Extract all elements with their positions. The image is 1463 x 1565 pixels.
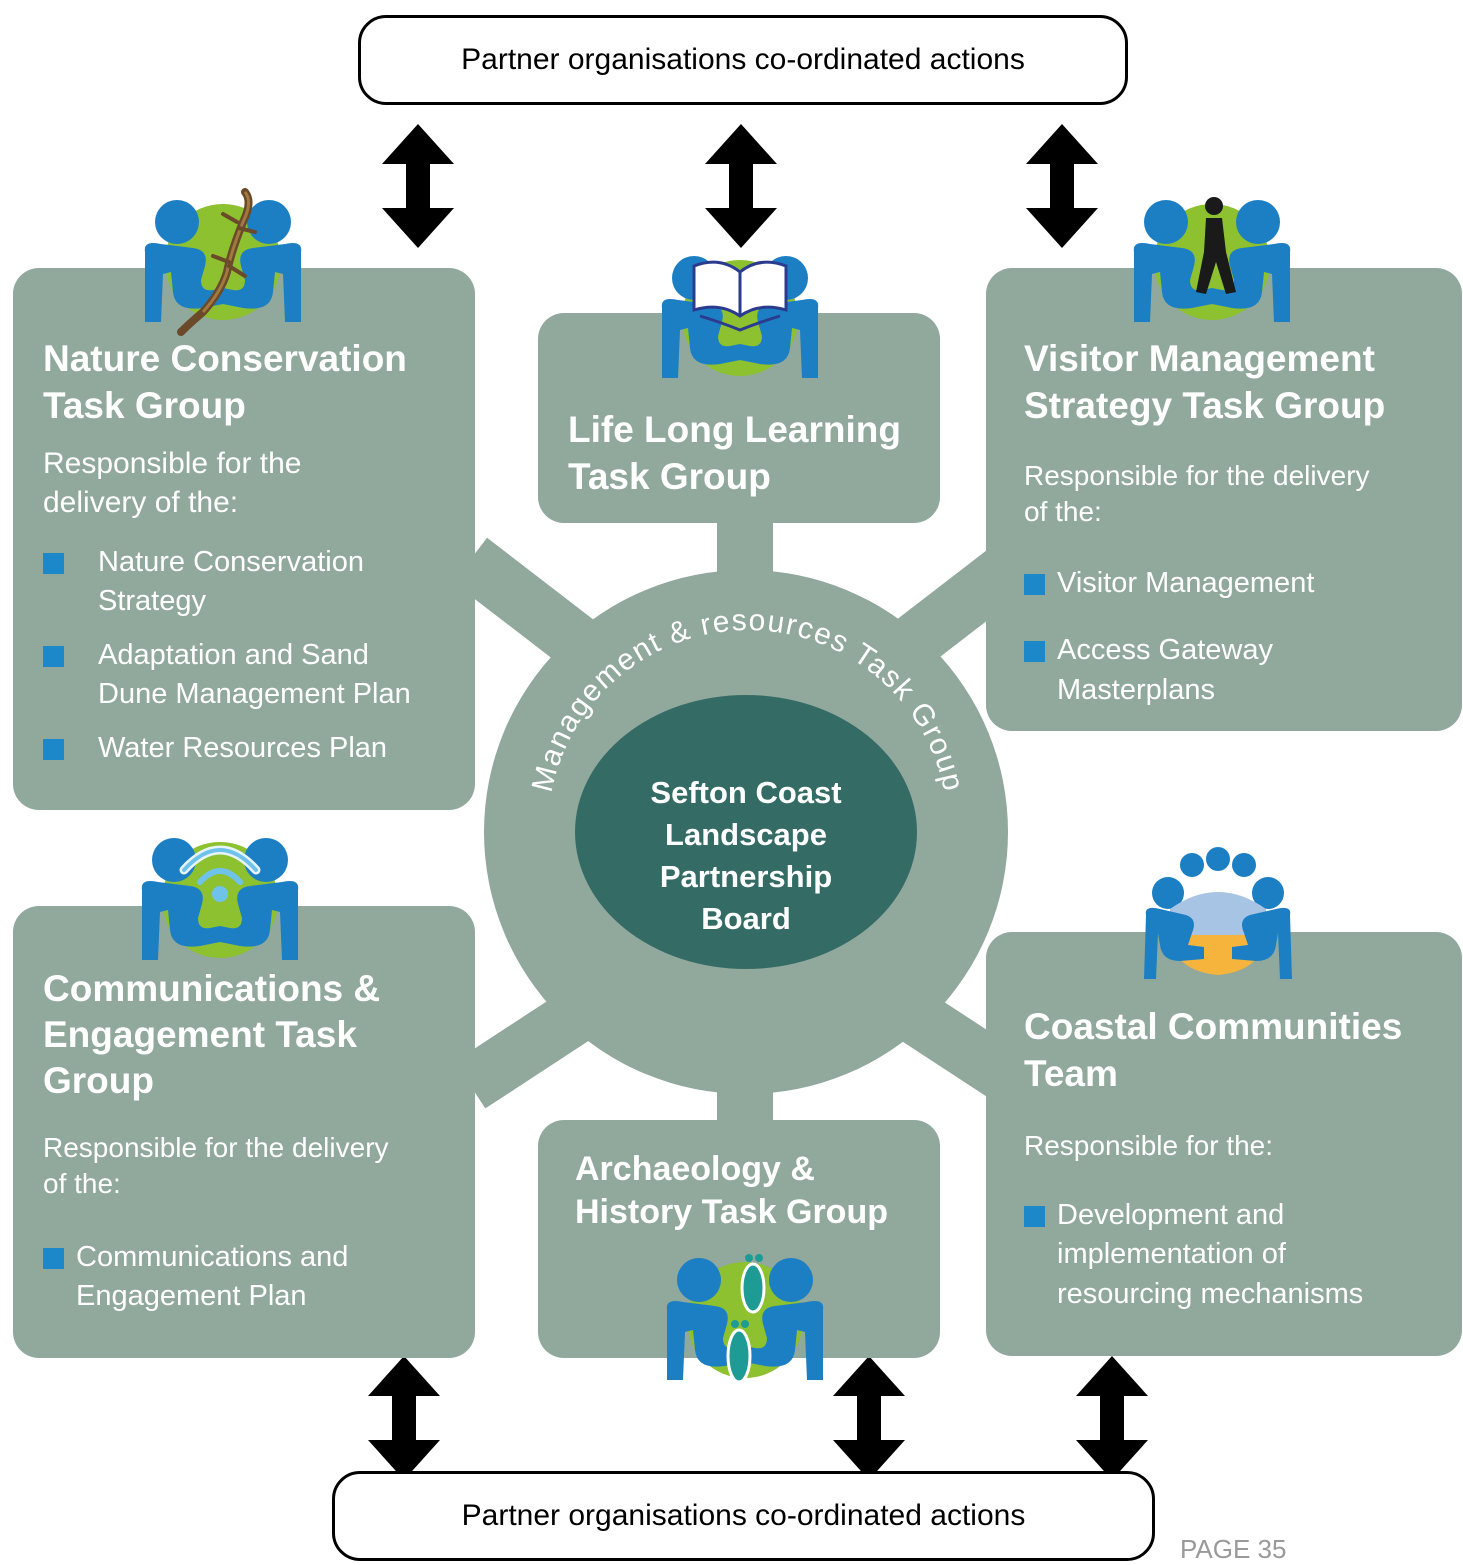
list-item-line: resourcing mechanisms [1057, 1277, 1364, 1310]
list-item: Nature Conservation Strategy [43, 543, 463, 622]
communications-title: Communications & Engagement Task Group [43, 966, 380, 1104]
list-item: Water Resources Plan [43, 729, 463, 768]
title-line: Nature Conservation [43, 338, 407, 379]
nature-conservation-title: Nature Conservation Task Group [43, 336, 407, 430]
list-item-line: implementation of [1057, 1238, 1286, 1271]
title-line: Engagement Task [43, 1013, 357, 1055]
list-item-line: Strategy [98, 585, 206, 618]
communications-panel: Communications & Engagement Task Group R… [13, 906, 475, 1358]
life-long-learning-panel: Life Long Learning Task Group [538, 313, 940, 523]
double-arrow-icon [1026, 124, 1098, 248]
bullet-square-icon [43, 645, 64, 667]
nature-conservation-description: Responsible for the delivery of the: [43, 444, 302, 522]
top-arrows [382, 124, 1098, 248]
double-arrow-icon [382, 124, 454, 248]
list-item-line: Nature Conservation [98, 546, 364, 578]
title-line: Archaeology & [575, 1150, 815, 1188]
bullet-square-icon [43, 553, 64, 574]
list-item-line: Visitor Management [1057, 567, 1315, 599]
title-line: Communications & [43, 968, 381, 1009]
title-line: Strategy Task Group [1024, 384, 1386, 426]
title-line: Visitor Management [1024, 338, 1375, 379]
bullet-square-icon [1024, 641, 1045, 663]
partnership-board-circle [575, 695, 917, 969]
coastal-communities-title: Coastal Communities Team [1024, 1004, 1402, 1098]
title-line: Task Group [568, 455, 771, 497]
list-item: Adaptation and Sand Dune Management Plan [43, 636, 463, 715]
center-line: Landscape [665, 816, 827, 852]
list-item-line: Adaptation and Sand [98, 638, 369, 671]
description-line: Responsible for the [43, 447, 302, 480]
description-line: of the: [1024, 496, 1102, 528]
list-item-line: Engagement Plan [76, 1280, 307, 1313]
title-line: Group [43, 1059, 154, 1101]
double-arrow-icon [1076, 1356, 1148, 1480]
bottom-arrows [368, 1356, 1148, 1480]
communications-list: Communications and Engagement Plan [43, 1238, 463, 1317]
bullet-square-icon [1024, 1206, 1045, 1227]
archaeology-title: Archaeology & History Task Group [575, 1148, 888, 1234]
list-item-line: Water Resources Plan [98, 731, 388, 764]
visitor-management-description: Responsible for the delivery of the: [1024, 458, 1370, 531]
list-item: Access Gateway Masterplans [1024, 631, 1444, 710]
life-long-learning-title: Life Long Learning Task Group [568, 407, 901, 501]
center-line: Sefton Coast [650, 775, 842, 810]
bullet-square-icon [1024, 574, 1045, 595]
coastal-communities-panel: Coastal Communities Team Responsible for… [986, 932, 1462, 1356]
coastal-communities-description: Responsible for the: [1024, 1128, 1273, 1164]
title-line: Task Group [43, 384, 246, 426]
partnership-board-label: Sefton Coast Landscape Partnership Board [600, 772, 892, 939]
list-item: Communications and Engagement Plan [43, 1238, 463, 1317]
description-line: of the: [43, 1168, 121, 1200]
coastal-communities-list: Development and implementation of resour… [1024, 1196, 1444, 1314]
visitor-management-title: Visitor Management Strategy Task Group [1024, 336, 1385, 430]
title-line: History Task Group [575, 1193, 888, 1232]
communications-description: Responsible for the delivery of the: [43, 1130, 389, 1203]
list-item-line: Communications and [76, 1241, 349, 1273]
description-line: delivery of the: [43, 486, 239, 519]
visitor-management-panel: Visitor Management Strategy Task Group R… [986, 268, 1462, 731]
bullet-square-icon [43, 1248, 64, 1269]
center-line: Board [701, 900, 791, 936]
list-item-line: Development and [1057, 1199, 1285, 1231]
nature-conservation-list: Nature Conservation Strategy Adaptation … [43, 543, 463, 768]
list-item: Visitor Management [1024, 564, 1444, 603]
partner-actions-bottom-label: Partner organisations co-ordinated actio… [461, 1499, 1026, 1532]
title-line: Life Long Learning [568, 409, 901, 450]
list-item-line: Masterplans [1057, 673, 1215, 706]
description-line: Responsible for the delivery [43, 1132, 389, 1163]
double-arrow-icon [705, 124, 777, 248]
list-item-line: Access Gateway [1057, 634, 1273, 667]
title-line: Team [1024, 1052, 1118, 1094]
bullet-square-icon [43, 738, 64, 760]
page-number: PAGE 35 [1180, 1534, 1287, 1564]
description-line: Responsible for the delivery [1024, 460, 1370, 491]
visitor-management-list: Visitor Management Access Gateway Master… [1024, 564, 1444, 710]
description-line: Responsible for the: [1024, 1130, 1274, 1161]
title-line: Coastal Communities [1024, 1006, 1403, 1047]
partner-actions-top: Partner organisations co-ordinated actio… [358, 15, 1128, 105]
double-arrow-icon [833, 1356, 905, 1480]
nature-conservation-panel: Nature Conservation Task Group Responsib… [13, 268, 475, 810]
center-line: Partnership [659, 858, 833, 894]
archaeology-panel: Archaeology & History Task Group [538, 1120, 940, 1358]
double-arrow-icon [368, 1356, 440, 1480]
partner-actions-top-label: Partner organisations co-ordinated actio… [461, 43, 1025, 76]
list-item-line: Dune Management Plan [98, 678, 411, 711]
list-item: Development and implementation of resour… [1024, 1196, 1444, 1314]
partner-actions-bottom: Partner organisations co-ordinated actio… [332, 1471, 1155, 1561]
